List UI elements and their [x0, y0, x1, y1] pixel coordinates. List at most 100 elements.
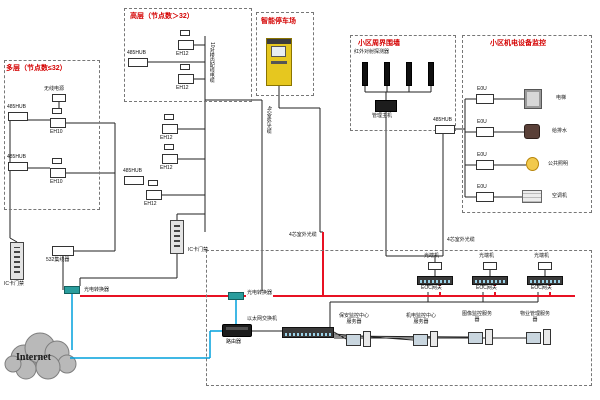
eoc-gateway-device: [417, 276, 453, 285]
hub485-label: 485HUB: [127, 50, 146, 56]
psu-device: [52, 94, 66, 102]
eh10-splitter: [52, 158, 62, 164]
eou-label: E0U: [477, 119, 487, 125]
internet-cloud-label: Internet: [16, 352, 51, 363]
title-high-rise: 高层（节点数＞32）: [130, 13, 194, 20]
zone-parking: [256, 12, 314, 96]
eh12-label: EH12: [160, 165, 173, 171]
server-tower: [430, 331, 438, 347]
eh10-label: EH10: [50, 179, 63, 185]
server-tower: [543, 329, 551, 345]
intercom-keypad: [14, 247, 20, 273]
router-device: [222, 324, 252, 337]
ic-door-label: IC卡门禁: [188, 247, 209, 253]
optical-terminal-label: 光端机: [424, 253, 440, 259]
water-pump-icon: [524, 124, 540, 139]
title-perimeter: 小区周界围墙: [358, 40, 400, 47]
eou-device: [476, 127, 494, 137]
management-host-label: 管理主机: [372, 113, 393, 119]
server-tower: [485, 329, 493, 345]
kiosk-ticket-slot: [271, 61, 287, 64]
router-label: 路由器: [226, 339, 242, 345]
hub485-device: [8, 162, 28, 171]
eoc-gateway-label: EOC网关: [530, 285, 553, 292]
lighting-label: 公共照明: [548, 161, 569, 167]
switch-ports: [530, 280, 560, 283]
server-image-label: 图像监控服务器: [461, 311, 492, 323]
optical-terminal-label: 光端机: [479, 253, 495, 259]
lighting-icon: [526, 157, 539, 171]
eh12-splitter: [148, 180, 158, 186]
door-intercom-device: [10, 242, 24, 280]
eou-device: [476, 94, 494, 104]
intercom-keypad: [174, 225, 180, 247]
hub485-device: [124, 176, 144, 185]
media-converter-label: 光电转换器: [246, 290, 274, 297]
media-converter-device: [64, 286, 80, 294]
hub532-device: [52, 246, 74, 256]
ir-detector-bar: [384, 62, 390, 86]
hub485-label: 485HUB: [123, 168, 142, 174]
eoc-gateway-label: EOC网关: [475, 285, 498, 292]
ir-detector-bar: [362, 62, 368, 86]
server-monitor: [346, 334, 361, 346]
zone-multi-story: [4, 60, 100, 210]
server-tower: [363, 331, 371, 347]
parking-kiosk-device: [266, 38, 292, 86]
door-intercom-device: [170, 220, 184, 254]
water-label: 给排水: [552, 128, 568, 134]
psu-label: 无线电源: [44, 86, 65, 92]
kiosk-screen: [271, 46, 286, 57]
zone-mep: [462, 35, 592, 213]
server-security-label: 保安监控中心服务器: [338, 313, 369, 325]
hub485-device: [8, 112, 28, 121]
switch-ports: [475, 280, 505, 283]
optical-terminal-label: 光端机: [534, 253, 550, 259]
eoc-gateway-label: EOC网关: [420, 285, 443, 292]
eh12-device: [178, 74, 194, 84]
management-host-device: [375, 100, 397, 112]
ethernet-switch-label: 以太网交换机: [246, 316, 279, 323]
hub485-device: [128, 58, 148, 67]
ir-detector-bar: [428, 62, 434, 86]
eou-label: E0U: [477, 184, 487, 190]
eh12-device: [162, 154, 178, 164]
air-conditioner-icon: [522, 190, 542, 203]
server-property-label: 物业管理服务器: [519, 311, 550, 323]
eh12-label: EH12: [144, 201, 157, 207]
kiosk-top-band: [267, 39, 291, 44]
switch-ports: [420, 280, 450, 283]
fiber-cable-label: 4芯室外光缆: [446, 237, 476, 244]
hub485-device: [435, 125, 455, 134]
elevator-icon: [524, 89, 542, 109]
server-monitor: [413, 334, 428, 346]
air-conditioner-label: 空调机: [552, 193, 568, 199]
title-parking: 智能停车场: [261, 18, 296, 25]
eh12-device: [146, 190, 162, 200]
eh12-splitter: [164, 144, 174, 150]
server-monitor: [468, 332, 483, 344]
eh12-splitter: [164, 114, 174, 120]
eh12-label: EH12: [176, 85, 189, 91]
eh12-device: [162, 124, 178, 134]
hub485-label: 485HUB: [7, 104, 26, 110]
hub485-label: 485HUB: [7, 154, 26, 160]
hub532-label: 532集线器: [46, 257, 70, 263]
elevator-label: 电梯: [556, 95, 567, 101]
hub485-label: 485HUB: [433, 117, 452, 123]
elevator-door-left: [527, 92, 533, 106]
server-monitor: [526, 332, 541, 344]
optical-terminal-device: [483, 262, 497, 270]
eoc-gateway-device: [527, 276, 563, 285]
fiber-cable-label: 4芯室外光缆: [288, 232, 318, 239]
media-converter-device: [228, 292, 244, 300]
eh10-device: [50, 168, 66, 178]
eh12-label: EH12: [176, 51, 189, 57]
media-converter-label: 光电转换器: [84, 287, 110, 293]
eh12-splitter: [180, 64, 190, 70]
optical-terminal-device: [538, 262, 552, 270]
ic-door-label: IC卡门禁: [4, 281, 25, 287]
switch-ports: [285, 333, 331, 336]
title-multi-story: 多层（节点数≤32）: [6, 65, 67, 72]
